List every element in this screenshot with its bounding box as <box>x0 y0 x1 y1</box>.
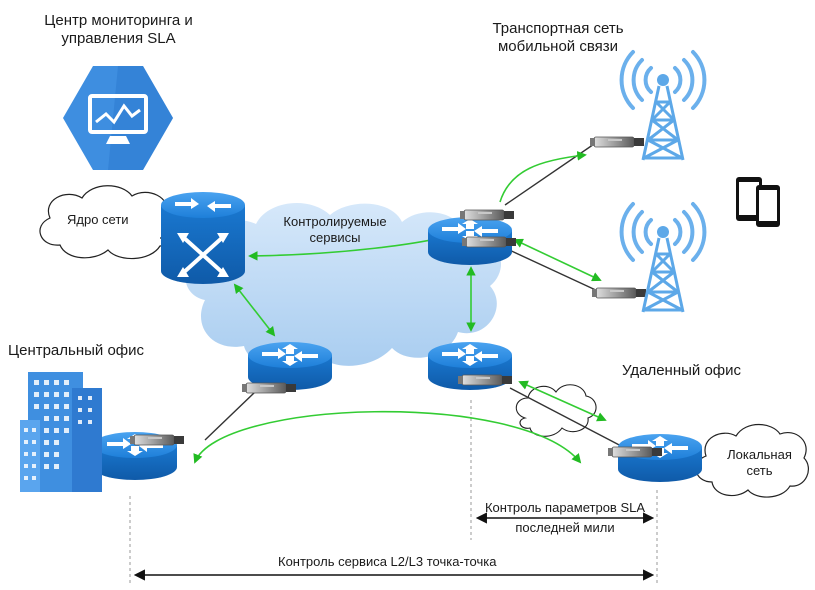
mobile-transport-label: Транспортная сеть мобильной связи <box>478 20 638 56</box>
central-office-label: Центральный офис <box>8 342 145 359</box>
sla-last-mile-line-1: Контроль параметров SLA <box>484 500 646 515</box>
sfp-module-icon <box>589 136 645 148</box>
sfp-module-icon <box>591 287 647 299</box>
sfp-module-icon <box>461 236 517 248</box>
sla-last-mile-label: Контроль параметров SLA последней мили <box>470 500 660 536</box>
guide-lines <box>129 400 658 585</box>
sfp-module-icon <box>241 382 297 394</box>
sfp-module-icon <box>607 446 663 458</box>
office-building-icon <box>20 372 102 492</box>
core-network-label: Ядро сети <box>67 212 129 227</box>
sfp-module-icon <box>459 209 515 221</box>
remote-office-label: Удаленный офис <box>622 362 742 379</box>
controlled-services-line-1: Контролируемые <box>283 214 387 229</box>
monitor-hexagon-icon <box>63 66 173 170</box>
mobile-transport-line-1: Транспортная сеть <box>492 20 624 37</box>
l2l3-service-label: Контроль сервиса L2/L3 точка-точка <box>278 554 497 569</box>
monitoring-center-label: Центр мониторинга и управления SLA <box>36 12 201 48</box>
local-network-label: Локальная сеть <box>722 447 797 479</box>
local-network-line-1: Локальная <box>727 447 792 462</box>
sfp-module-icon <box>129 434 185 446</box>
monitoring-center-line-1: Центр мониторинга и <box>44 12 193 29</box>
router-icon <box>618 434 702 482</box>
monitoring-center-line-2: управления SLA <box>61 30 176 47</box>
smartphone-tablet-icon <box>736 177 780 227</box>
core-switch-icon <box>161 192 245 284</box>
mobile-transport-line-2: мобильной связи <box>497 38 619 55</box>
controlled-services-line-2: сервисы <box>309 230 361 245</box>
controlled-services-label: Контролируемые сервисы <box>270 214 400 246</box>
sfp-module-icon <box>457 374 513 386</box>
measurement-arrows <box>133 512 655 581</box>
local-network-cloud-icon <box>695 423 809 498</box>
sla-last-mile-line-2: последней мили <box>515 520 615 535</box>
local-network-line-2: сеть <box>746 463 773 478</box>
core-cloud-icon <box>39 185 179 260</box>
